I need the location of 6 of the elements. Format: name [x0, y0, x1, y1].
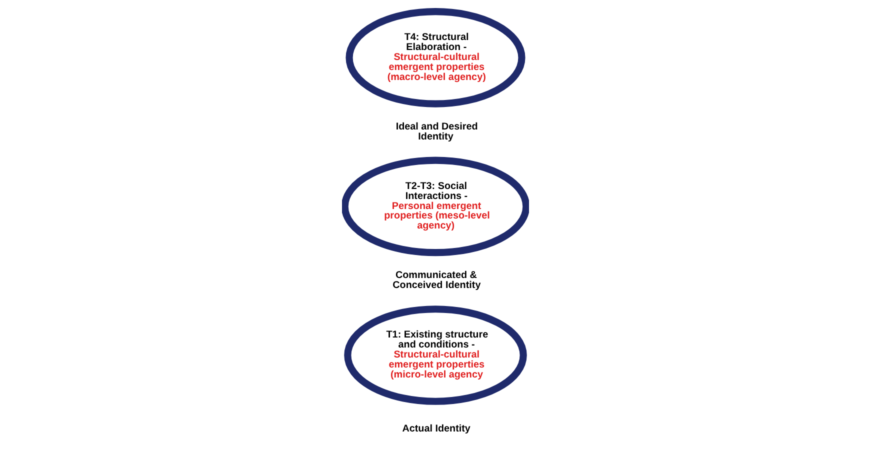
node-ellipse: T4: Structural Elaboration - Structural-cultural emergent properties (macro-level agency) [345, 8, 525, 108]
node-ellipse: T1: Existing structure and conditions - Structural-cultural emergent properties (micro-level agency [344, 306, 526, 405]
label: Ideal and Desired Identity [395, 121, 478, 142]
label: Communicated & Conceived Identity [392, 270, 480, 292]
label: Actual Identity [402, 424, 470, 435]
node-ellipse: T2-T3: Social Interactions - Personal emergent properties (meso-level agency) [342, 156, 528, 256]
